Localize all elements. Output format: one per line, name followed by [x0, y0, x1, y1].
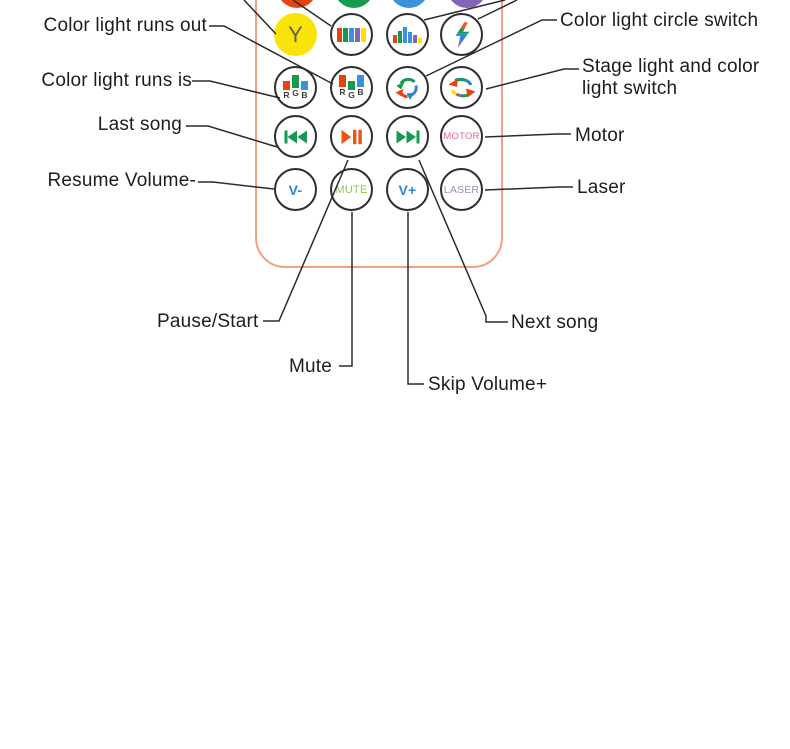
- motor-label: MOTOR: [443, 131, 480, 142]
- equalizer-bars-icon: [393, 26, 422, 43]
- mute-label: MUTE: [335, 183, 368, 196]
- rgb-bars-icon: R G B: [283, 74, 308, 101]
- flash-mode-button[interactable]: [440, 13, 483, 56]
- green-color-button[interactable]: [334, 0, 374, 8]
- label-next-song: Next song: [511, 312, 599, 333]
- label-color-light-runs-out: Color light runs out: [43, 15, 207, 36]
- switch-arrows-icon: [448, 77, 475, 97]
- label-stage-light-switch: Stage light and color light switch: [582, 56, 760, 99]
- label-color-light-runs-is: Color light runs is: [41, 70, 192, 91]
- motor-button[interactable]: MOTOR: [440, 115, 483, 158]
- color-cycle-button[interactable]: [386, 66, 429, 109]
- color-bars-button[interactable]: [330, 13, 373, 56]
- next-track-icon: [396, 130, 419, 143]
- label-laser: Laser: [577, 177, 626, 198]
- label-last-song: Last song: [97, 114, 182, 135]
- label-pause-start: Pause/Start: [157, 311, 259, 332]
- label-mute: Mute: [289, 356, 333, 377]
- laser-button[interactable]: LASER: [440, 168, 483, 211]
- five-color-bars-icon: [337, 27, 366, 42]
- rgb-bars-icon: R G B: [339, 74, 364, 101]
- next-song-button[interactable]: [386, 115, 429, 158]
- play-pause-icon: [341, 129, 362, 144]
- laser-label: LASER: [443, 183, 480, 196]
- last-song-button[interactable]: [274, 115, 317, 158]
- label-motor: Motor: [575, 125, 625, 146]
- label-resume-volume: Resume Volume-: [47, 170, 196, 191]
- lightning-icon: [455, 21, 469, 48]
- rgb-run-button-2[interactable]: R G B: [330, 66, 373, 109]
- label-color-light-circle-switch: Color light circle switch: [560, 10, 759, 31]
- label-skip-volume: Skip Volume+: [428, 374, 548, 395]
- blue-color-button[interactable]: [389, 0, 429, 8]
- volume-down-button[interactable]: V-: [274, 168, 317, 211]
- stage-color-switch-button[interactable]: [440, 66, 483, 109]
- pause-start-button[interactable]: [330, 115, 373, 158]
- volume-up-button[interactable]: V+: [386, 168, 429, 211]
- previous-track-icon: [284, 130, 307, 143]
- rgb-run-button-1[interactable]: R G B: [274, 66, 317, 109]
- recycle-arrows-icon: [395, 77, 418, 100]
- yellow-color-button[interactable]: Y: [274, 13, 317, 56]
- mute-button[interactable]: MUTE: [330, 168, 373, 211]
- music-bars-button[interactable]: [386, 13, 429, 56]
- volume-up-label: V+: [398, 181, 417, 198]
- y-label: Y: [288, 21, 303, 47]
- volume-down-label: V-: [288, 181, 303, 198]
